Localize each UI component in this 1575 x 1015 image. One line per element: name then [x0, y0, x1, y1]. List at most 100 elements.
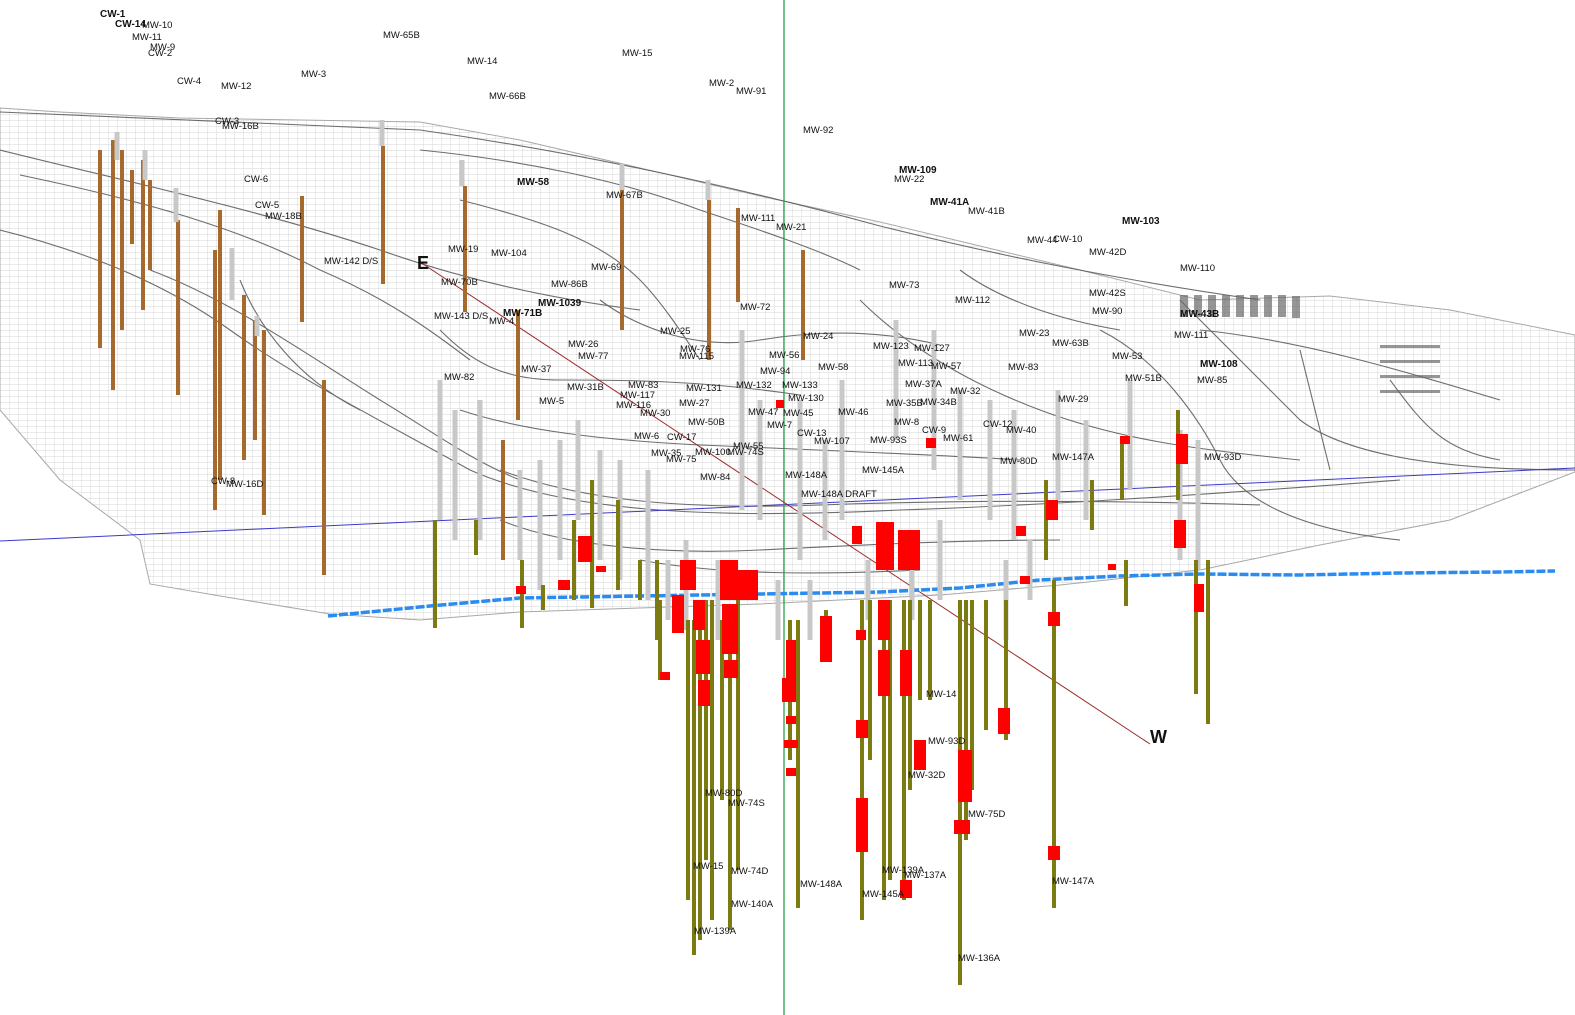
- well-label: MW-110: [1180, 263, 1215, 274]
- well-label: MW-35: [651, 448, 681, 459]
- well-label: MW-16B: [222, 121, 259, 132]
- well-label: MW-92: [803, 125, 833, 136]
- well-label: MW-1039: [538, 298, 582, 309]
- well-label: MW-14: [926, 689, 956, 700]
- building-blocks: [1180, 295, 1440, 393]
- well-label: MW-123: [873, 341, 909, 352]
- well-label: MW-26: [568, 339, 598, 350]
- well-label: MW-31B: [567, 382, 604, 393]
- well-label: MW-32D: [908, 770, 945, 781]
- well-label: MW-16D: [226, 479, 263, 490]
- well-label: CW-10: [1053, 234, 1082, 245]
- well-label: MW-127: [914, 343, 950, 354]
- well-label: CW-6: [244, 174, 268, 185]
- well-label: CW-9: [922, 425, 946, 436]
- well-label: MW-133: [782, 380, 818, 391]
- well-label: MW-32: [950, 386, 980, 397]
- well-label: MW-107: [814, 436, 850, 447]
- well-label: MW-137A: [904, 870, 947, 881]
- well-label: MW-23: [1019, 328, 1049, 339]
- well-label: MW-41A: [930, 197, 969, 208]
- well-label: MW-15: [693, 861, 723, 872]
- well-label: MW-80D: [705, 788, 742, 799]
- well-label: MW-47: [748, 407, 778, 418]
- well-label: MW-84: [700, 472, 730, 483]
- well-label: CW-14: [115, 19, 146, 30]
- well-label: MW-76: [680, 344, 710, 355]
- well-label: MW-80D: [1000, 456, 1037, 467]
- section-label-east: E: [417, 253, 429, 273]
- well-label: MW-34B: [920, 397, 957, 408]
- well-label: MW-73: [889, 280, 919, 291]
- well-label: MW-40: [1006, 425, 1036, 436]
- well-label: CW-12: [983, 419, 1012, 430]
- well-label: MW-7: [767, 420, 792, 431]
- well-label: MW-18B: [265, 211, 302, 222]
- water-table-line: [327, 569, 1556, 618]
- well-label: MW-104: [491, 248, 527, 259]
- well-label: MW-131: [686, 383, 722, 394]
- well-label: MW-42S: [1089, 288, 1126, 299]
- well-label: CW-5: [255, 200, 279, 211]
- terrain-mesh-surface: [0, 107, 1575, 621]
- well-label: MW-21: [776, 222, 806, 233]
- well-label: MW-93S: [870, 435, 907, 446]
- well-label: MW-108: [1200, 359, 1238, 370]
- well-label: MW-111: [741, 213, 775, 224]
- well-label: MW-4: [489, 316, 514, 327]
- well-label: MW-93D: [1204, 452, 1241, 463]
- well-label: MW-15: [622, 48, 652, 59]
- well-label: CW-1: [100, 9, 126, 20]
- well-label: MW-132: [736, 380, 772, 391]
- well-label: MW-140A: [731, 899, 774, 910]
- well-label: MW-148A DRAFT: [801, 489, 877, 500]
- well-label: CW-13: [797, 428, 826, 439]
- well-label: MW-19: [448, 244, 478, 255]
- well-label: MW-69: [591, 262, 621, 273]
- well-label: MW-8: [894, 417, 919, 428]
- well-label: MW-70B: [441, 277, 478, 288]
- well-label: MW-12: [221, 81, 251, 92]
- well-label: MW-37A: [905, 379, 942, 390]
- well-label: MW-139A: [882, 865, 925, 876]
- well-label: MW-14: [467, 56, 497, 67]
- well-label: MW-25: [660, 326, 690, 337]
- well-label: MW-74D: [731, 866, 768, 877]
- well-label: MW-86B: [551, 279, 588, 290]
- well-label: MW-5: [539, 396, 564, 407]
- well-label: MW-147A: [1052, 452, 1095, 463]
- well-label: MW-51B: [1125, 373, 1162, 384]
- well-label: MW-65B: [383, 30, 420, 41]
- well-label: MW-142 D/S: [324, 256, 378, 267]
- well-label: MW-74S: [728, 798, 765, 809]
- well-label: MW-75D: [968, 809, 1005, 820]
- well-label: MW-136A: [958, 953, 1001, 964]
- well-label: MW-109: [899, 165, 937, 176]
- well-labels: CW-1 CW-14 MW-10 MW-11 MW-9 CW-2 MW-65B …: [100, 9, 1241, 964]
- well-label: MW-83: [628, 380, 658, 391]
- well-label: MW-11: [132, 32, 162, 43]
- well-label: MW-93D: [928, 736, 965, 747]
- well-label: MW-72: [740, 302, 770, 313]
- well-label: MW-103: [1122, 216, 1160, 227]
- well-label: MW-56: [769, 350, 799, 361]
- well-label: MW-6: [634, 431, 659, 442]
- well-label: MW-145A: [862, 889, 905, 900]
- well-label: MW-43B: [1180, 309, 1219, 320]
- well-label: MW-30: [640, 408, 670, 419]
- contour-lines: [0, 111, 1575, 574]
- well-label: MW-77: [578, 351, 608, 362]
- well-label: MW-100: [695, 447, 731, 458]
- well-label: CW-8: [211, 476, 235, 487]
- well-label: MW-27: [679, 398, 709, 409]
- well-label: MW-50B: [688, 417, 725, 428]
- section-line-e-w: [419, 261, 1151, 745]
- well-label: MW-82: [444, 372, 474, 383]
- well-label: MW-94: [760, 366, 790, 377]
- well-label: MW-24: [803, 331, 833, 342]
- well-label: MW-35B: [886, 398, 923, 409]
- well-label: MW-145A: [862, 465, 905, 476]
- well-label: MW-67B: [606, 190, 643, 201]
- well-label: MW-3: [301, 69, 326, 80]
